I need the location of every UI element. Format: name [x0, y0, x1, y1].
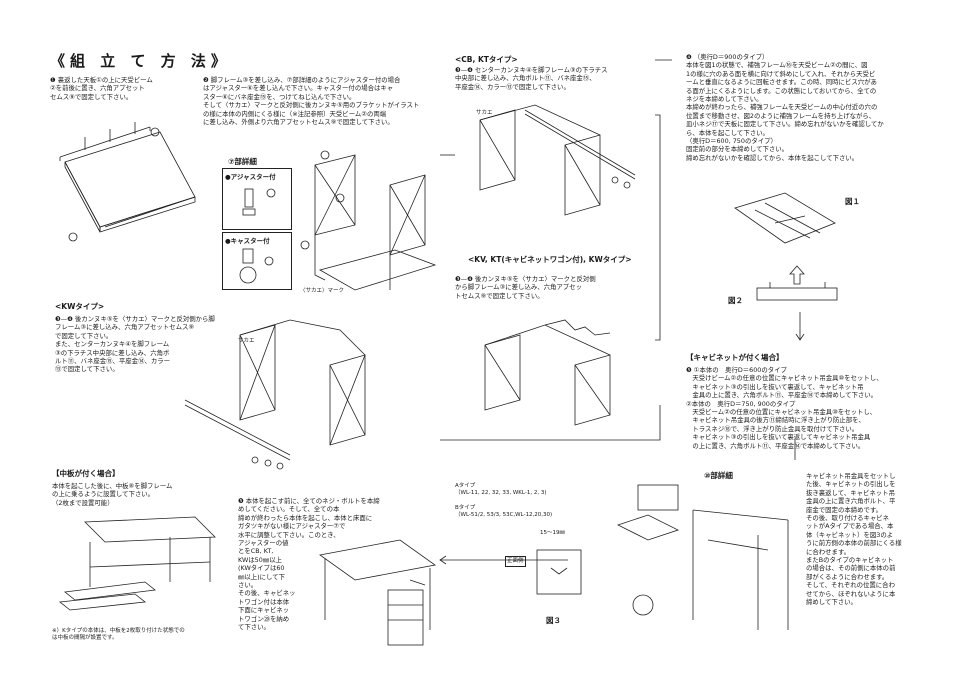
middle-shelf-heading: 【中板が付く場合】: [52, 469, 120, 478]
caster-box: ●キャスター付: [222, 232, 292, 290]
cb-frame-diagram: [479, 104, 636, 216]
step4-text: ❹ （奥行D＝900のタイプ） 本体を図1の状態で、補強フレーム⑯を天受ビーム②…: [686, 53, 884, 162]
step2-text: ❷ 脚フレーム③を差し込み、⑦部詳細のようにアジャスター付の場合 はアジャスター…: [203, 76, 420, 127]
kw-step-text: ❸—❹ 後カンヌキ⑤を〈サカエ〉マークと反対側から脚 フレーム③に差し込み、六角…: [55, 315, 215, 374]
tabletop-diagram: [59, 122, 196, 242]
cabinet-right-text: キャビネット吊金具をセットし た後、キャビネットの引出しを 抜き裏返して、キャビ…: [806, 472, 902, 607]
kv-frame-diagram: [484, 319, 611, 426]
dimension-label: 15～19㎜: [540, 530, 565, 536]
up-arrow-icon: [789, 265, 805, 285]
leg-frame-diagram: [300, 150, 437, 291]
kw-frame-diagram: [184, 319, 366, 470]
flow-arrow-down: [795, 312, 805, 341]
detail-a-label: ⑦部詳細: [228, 157, 257, 166]
flow-arrow-left: [439, 555, 568, 565]
cabinet-steps-text: ❺ ①本体の 奥行D＝600のタイプ 天受けビーム②の任意の位置にキャビネット吊…: [686, 366, 883, 450]
kw-type-label: <KWタイプ>: [55, 302, 105, 311]
adjuster-label: ●アジャスター付: [225, 173, 276, 181]
types-a-text: Aタイプ （WL-11, 22, 32, 33, WKL-1, 2, 3): [455, 483, 547, 496]
step1-text: ❶ 裏返した天板①の上に天受ビーム ②を前後に置き、六角アプセット セムス⑨で固…: [50, 76, 153, 101]
fig1-label: 図１: [845, 197, 860, 206]
fig2-diagram: [756, 282, 838, 301]
fig1-diagram: [734, 192, 836, 244]
fig2-label: 図２: [728, 296, 743, 305]
middle-shelf-diagram: [58, 516, 216, 611]
cabinet-hanger-diagram: [616, 484, 789, 630]
cb-kt-type-label: <CB, KTタイプ>: [455, 55, 518, 64]
cb-step-text: ❸—❹ センターカンヌキ④を脚フレーム③の下ラチス 中央部に差し込み、六角ボルト…: [455, 66, 608, 91]
sakae-mark-2: サカエ: [238, 338, 255, 344]
middle-shelf-text: 本体を起こした後に、中板⑧を脚フレーム の上に乗るように設置して下さい。 （2枚…: [52, 482, 173, 507]
caster-label: ●キャスター付: [225, 237, 270, 245]
types-b-text: Bタイプ （WL-51/2, 53/3, 53C,WL-12,20,30): [455, 505, 553, 518]
sakae-mark-1: 〈サカエ〉マーク: [300, 288, 345, 294]
fig3-label: 図３: [546, 616, 561, 625]
detail-b-label: ⑩部詳細: [704, 471, 733, 480]
fig3-diagram: [536, 549, 582, 595]
cabinet-heading: 【キャビネットが付く場合】: [686, 353, 784, 362]
front-side-label: 正面側: [505, 556, 526, 567]
middle-shelf-note: ※）Kタイプの本体は、中板を2枚取り付けた状態での は中板の間隔が設置です。: [52, 628, 185, 641]
adjuster-icon: [242, 188, 276, 216]
step5-text: ❺ 本体を起こす前に、全てのネジ・ボルトを本締 めしてください。そして、全ての本…: [238, 497, 380, 632]
page-title: 《組 立 て 方 法》: [50, 52, 231, 70]
caster-icon: [239, 248, 274, 284]
sakae-mark-3: サカエ: [476, 110, 493, 116]
cabinet-wagon-diagram: [319, 539, 436, 646]
kv-type-label: <KV, KT(キャビネットワゴン付), KWタイプ>: [468, 255, 632, 264]
kv-step-text: ❸—❹ 後カンヌキ⑤を〈サカエ〉マークと反対側 から脚フレーム③に差し込み、六角…: [455, 275, 596, 300]
adjuster-box: ●アジャスター付: [222, 168, 292, 230]
